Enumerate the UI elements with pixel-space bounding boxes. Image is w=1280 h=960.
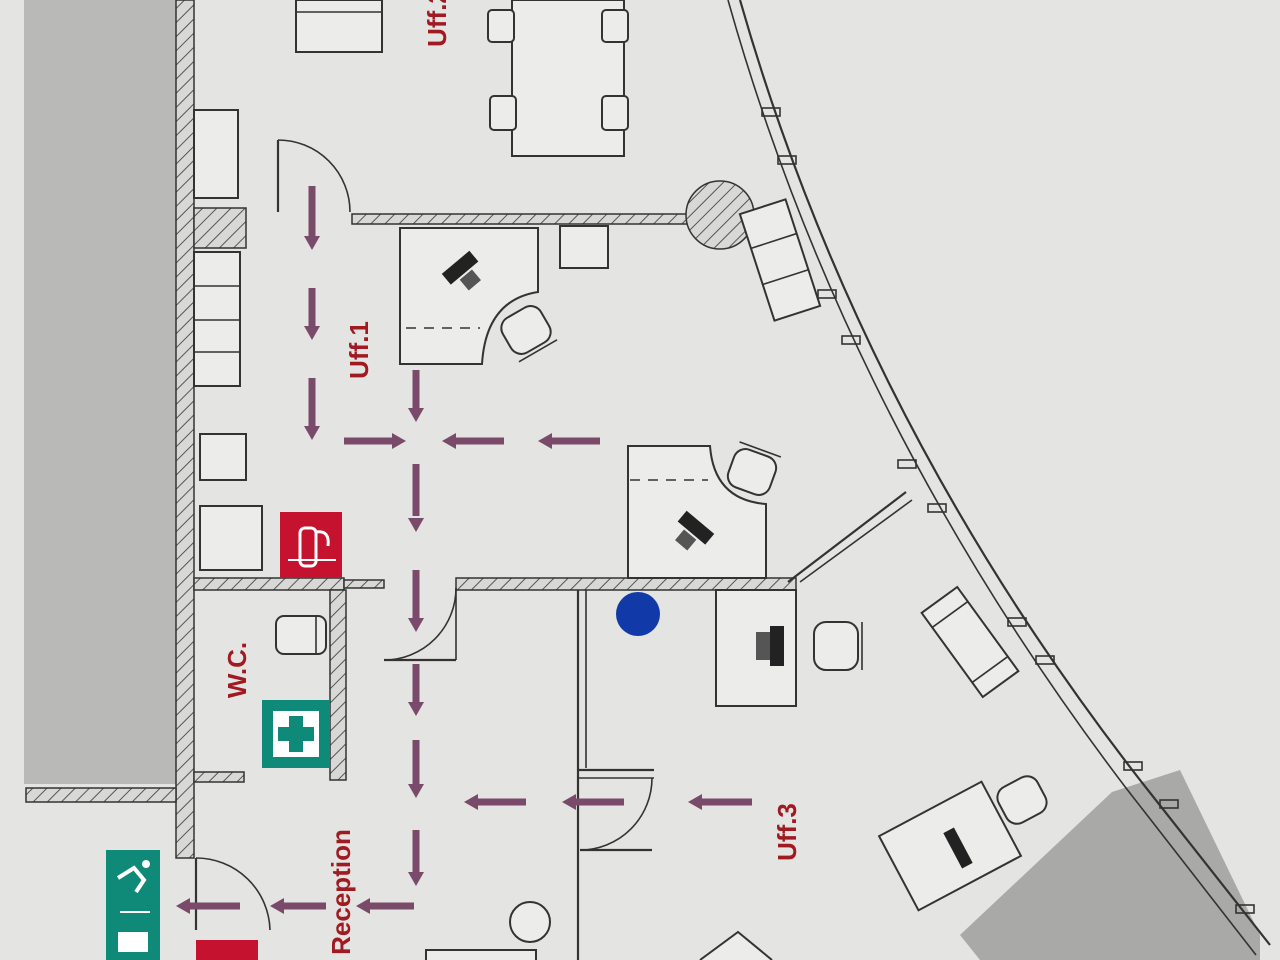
partition-uff1-uff3-inner [799, 499, 913, 583]
wall-uff2-uff1-left [193, 207, 247, 249]
cabinet-top [295, 0, 383, 53]
room-label-uff1: Uff.1 [344, 321, 374, 379]
cabinet-left-1 [193, 109, 239, 199]
wall-uff2-uff1 [351, 213, 693, 225]
wall-uff1-lower-c [455, 577, 797, 591]
reception-counter [699, 930, 773, 960]
door-wc [194, 857, 271, 931]
fire-extinguisher-icon [280, 512, 342, 578]
computer-icon [441, 250, 481, 291]
sofa-top [738, 198, 822, 322]
desk-uff1 [399, 227, 539, 365]
cabinet-left-3 [199, 505, 263, 571]
facade-posts [761, 107, 1255, 914]
chair-icon [813, 621, 863, 671]
door-uff3 [579, 777, 653, 852]
partition-uff1-uff3 [787, 491, 907, 583]
shelves-left [193, 251, 241, 387]
chair-icon [487, 9, 629, 131]
left-shaded-area [24, 0, 176, 784]
computer-icon [675, 510, 715, 551]
first-aid-cross-icon [262, 700, 330, 768]
curved-facade [738, 0, 1271, 946]
computer-icon [756, 626, 784, 666]
curved-facade-inner [727, 0, 1257, 956]
cabinet-uff1 [559, 225, 609, 269]
fire-extinguisher-sign-bottom [196, 940, 258, 960]
cabinet-left-2 [199, 433, 247, 481]
wall-wc-right [329, 589, 347, 781]
room-label-uff2: Uff.2 [422, 0, 452, 47]
room-label-uff3: Uff.3 [772, 803, 802, 861]
you-are-here-dot-icon [616, 592, 660, 636]
emergency-exit-icon [106, 850, 160, 960]
sofa-uff3 [920, 585, 1020, 699]
wall-wc-bottom [193, 771, 245, 783]
chair-icon [996, 775, 1048, 825]
wall-left-main [175, 0, 195, 859]
wall-uff1-lower-a [193, 577, 345, 591]
door-uff1 [276, 139, 351, 213]
desk-uff1-b [627, 445, 767, 579]
desk-uff3-b [877, 780, 1023, 912]
chair-icon [500, 305, 558, 363]
room-label-wc: W.C. [222, 642, 252, 698]
door-reception [383, 587, 457, 662]
wall-bottom-left [25, 787, 177, 803]
room-label-reception: Reception [326, 829, 356, 955]
wall-uff1-lower-b [343, 579, 385, 589]
reception-desk [425, 949, 537, 960]
round-table [509, 901, 551, 943]
toilet-icon [275, 615, 327, 655]
bottom-right-shaded-area [960, 770, 1260, 960]
computer-icon [943, 827, 973, 869]
chair-icon [726, 441, 782, 496]
escape-route-arrows [176, 186, 752, 914]
